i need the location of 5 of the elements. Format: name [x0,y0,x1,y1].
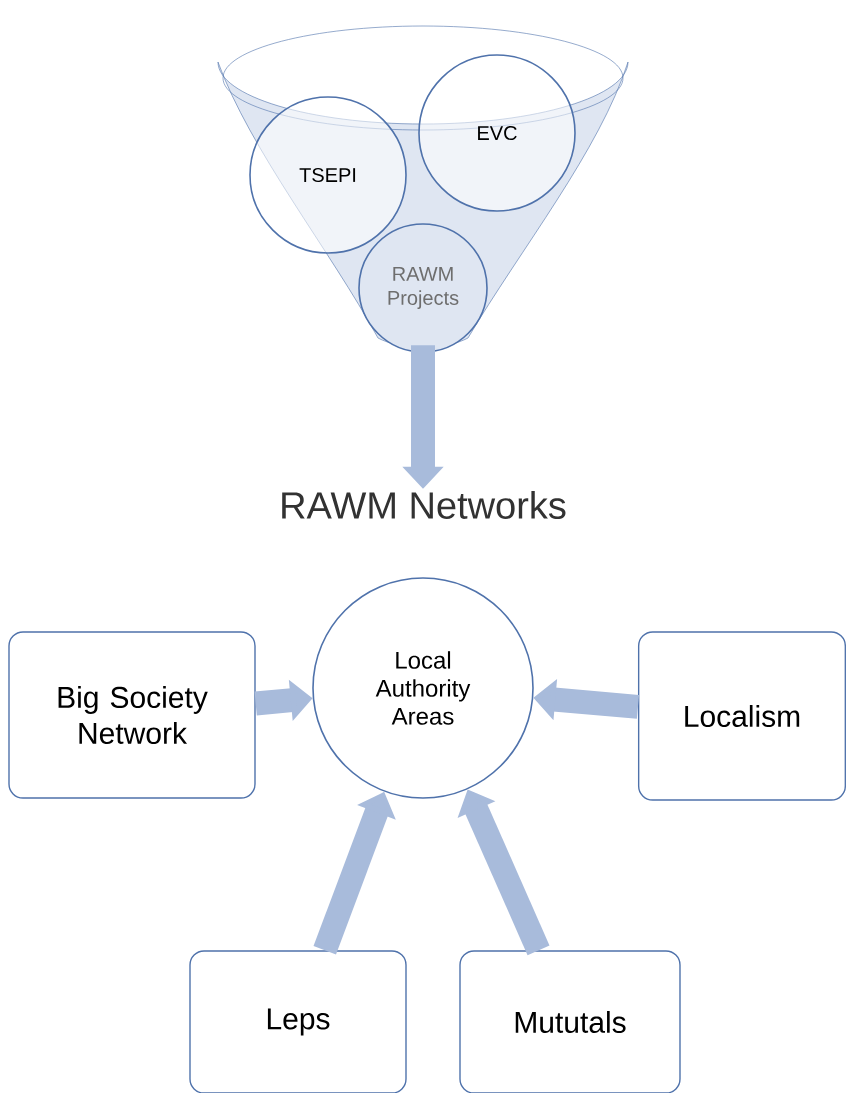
rounded-box: Leps [189,950,407,1093]
rounded-box: Mututals [459,950,681,1093]
rounded-box: Localism [637,631,846,801]
heading-text: RAWM Networks [282,491,566,519]
rounded-box: Big Society Network [8,631,256,799]
